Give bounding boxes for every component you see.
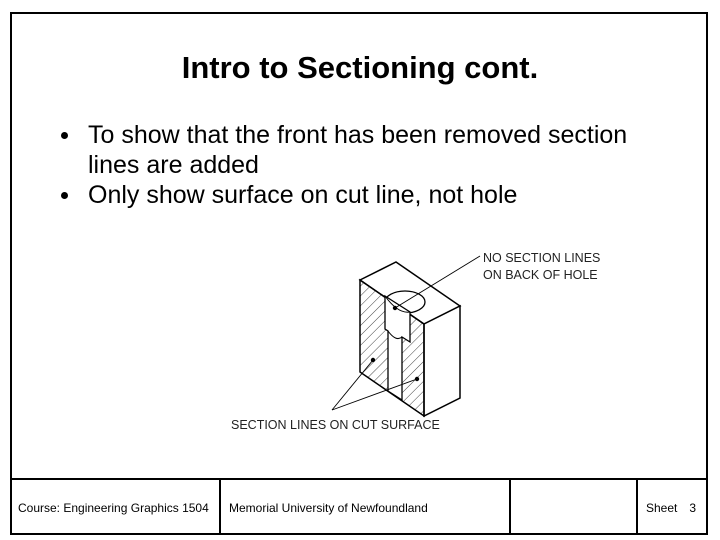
hole-back-curve-upper <box>384 295 411 313</box>
slide-title: Intro to Sectioning cont. <box>181 50 539 85</box>
leader-line-back <box>394 255 481 309</box>
footer-course: Course: Engineering Graphics 1504 <box>10 480 221 535</box>
bullet-dot-icon <box>61 192 68 199</box>
slide-frame <box>10 12 708 535</box>
bullet-text: Only show surface on cut line, not hole <box>88 181 518 209</box>
sheet-number: 3 <box>689 500 697 515</box>
bullet-list: To show that the front has been removed … <box>56 120 656 210</box>
label-no-section-lines: NO SECTION LINES <box>483 251 600 265</box>
footer-sheet: Sheet 3 <box>638 480 706 535</box>
bullet-dot-icon <box>61 132 68 139</box>
hole-cavity <box>384 294 411 402</box>
section-view-figure: NO SECTION LINES ON BACK OF HOLE SECTION… <box>220 238 620 438</box>
hole-back-curve-lower <box>387 330 403 339</box>
bullet-text: To show that the front has been removed … <box>88 121 628 179</box>
label-section-lines-cut-surface: SECTION LINES ON CUT SURFACE <box>231 418 440 432</box>
sheet-label: Sheet <box>646 500 678 515</box>
footer-blank-cell <box>511 480 638 535</box>
leader-line-cut-left <box>331 359 374 411</box>
leader-line-cut-right <box>331 378 418 411</box>
block-right-face <box>423 304 461 418</box>
slide-footer: Course: Engineering Graphics 1504 Memori… <box>10 478 708 537</box>
bullet-item: Only show surface on cut line, not hole <box>56 180 656 210</box>
footer-university: Memorial University of Newfoundland <box>221 480 511 535</box>
label-on-back-of-hole: ON BACK OF HOLE <box>483 268 598 282</box>
sectioned-block-drawing: NO SECTION LINES ON BACK OF HOLE SECTION… <box>231 251 600 432</box>
bullet-item: To show that the front has been removed … <box>56 120 628 180</box>
